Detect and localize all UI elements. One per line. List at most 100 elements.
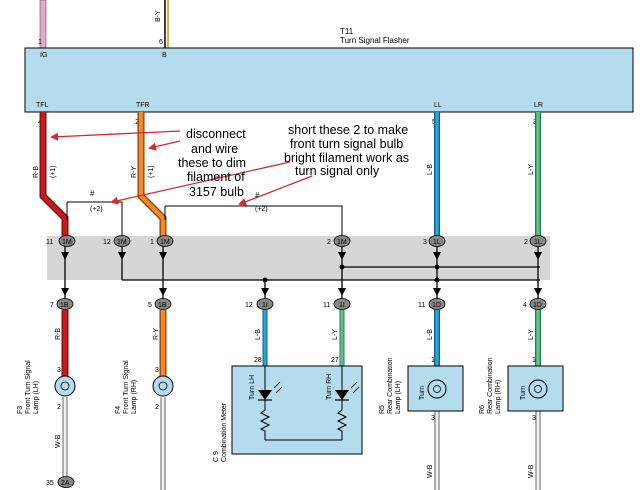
svg-text:3: 3 [57, 367, 61, 374]
svg-text:filament of: filament of [187, 170, 245, 184]
svg-text:12: 12 [103, 239, 111, 246]
svg-text:1M: 1M [62, 239, 72, 246]
svg-text:Combination Meter: Combination Meter [221, 402, 228, 462]
svg-text:1I: 1I [262, 302, 268, 309]
svg-text:Lamp (LH): Lamp (LH) [33, 381, 40, 414]
svg-text:Rear Combination: Rear Combination [387, 357, 394, 414]
wire-label: (+1) [148, 165, 155, 178]
flasher-pin-name: LL [434, 102, 442, 109]
wire-label: L-Y [332, 329, 339, 340]
flasher-pin-name: LR [534, 102, 543, 109]
top-wires: B-Y [39, 0, 169, 49]
svg-text:27: 27 [331, 357, 339, 364]
svg-text:3: 3 [431, 415, 435, 422]
junction-band [47, 236, 550, 280]
wire-label: L-Y [528, 329, 535, 340]
svg-text:R5: R5 [379, 405, 386, 414]
svg-text:turn signal only: turn signal only [295, 164, 380, 178]
svg-text:2: 2 [524, 239, 528, 246]
svg-text:3: 3 [423, 239, 427, 246]
svg-text:12: 12 [245, 302, 253, 309]
svg-text:11: 11 [418, 302, 425, 309]
flasher-pin-name: B [162, 52, 167, 59]
rear-lamp-lh: Turn 1 3 R5 Rear Combination Lamp (LH) [379, 357, 464, 422]
flasher-pin-name: TFR [136, 102, 150, 109]
svg-text:11: 11 [46, 239, 53, 246]
svg-text:Turn: Turn [419, 386, 426, 400]
annotation-left: disconnect and wire these to dim filamen… [178, 127, 246, 199]
svg-text:Front Turn Signal: Front Turn Signal [123, 360, 130, 414]
svg-text:R6: R6 [479, 405, 486, 414]
svg-text:and wire: and wire [191, 142, 238, 156]
flasher-pin-num: 1 [38, 39, 42, 46]
svg-text:these to dim: these to dim [178, 156, 246, 170]
flasher-box [24, 47, 634, 113]
flasher-pin-num: 2 [135, 119, 139, 126]
svg-text:28: 28 [254, 357, 262, 364]
svg-text:1M: 1M [160, 239, 170, 246]
svg-text:1: 1 [431, 357, 435, 364]
splice-mark: # [255, 191, 260, 200]
wire-label: R-Y [153, 328, 160, 340]
rear-lamp-rh: Turn 1 3 R6 Rear Combination Lamp (RH) [479, 357, 564, 422]
svg-text:3: 3 [532, 415, 536, 422]
wire-label: L-Y [528, 164, 535, 175]
svg-text:4: 4 [523, 302, 527, 309]
led-label: Turn LH [249, 375, 256, 400]
annotation-arrows [50, 130, 313, 206]
turn-signal-flasher: T11 Turn Signal Flasher 1 IG 6 B TFL TFR… [24, 27, 634, 126]
svg-text:1M: 1M [337, 239, 347, 246]
wire-label: L-B [255, 329, 262, 340]
flasher-pin-name: IG [40, 52, 47, 59]
top-wire-label: B-Y [155, 10, 162, 22]
flasher-name: Turn Signal Flasher [340, 36, 410, 45]
svg-text:1L: 1L [534, 239, 542, 246]
splice-mark: # [90, 189, 95, 198]
svg-text:1D: 1D [432, 302, 441, 309]
svg-text:Lamp (LH): Lamp (LH) [395, 381, 402, 414]
svg-text:2: 2 [57, 404, 61, 411]
svg-text:35: 35 [46, 480, 54, 487]
junction-bottom-connectors: 1B 7 1B 5 1I 12 1I 11 1D 11 1D 4 [50, 298, 547, 310]
svg-text:3157 bulb: 3157 bulb [189, 185, 244, 199]
svg-text:2: 2 [327, 239, 331, 246]
annotation-right: short these 2 to make front turn signal … [284, 123, 409, 178]
wire-label: W-B [528, 464, 535, 478]
front-lamp-rh: 3 2 F4 Front Turn Signal Lamp (RH) [115, 360, 174, 414]
svg-text:7: 7 [50, 302, 54, 309]
splice-wiring: # (+2) # (+2) [66, 189, 343, 240]
junction-top-connectors: 1M 11 1M 12 1M 1 1M 2 1L 3 1L 2 [46, 235, 547, 247]
wire-label: W-B [427, 464, 434, 478]
wire-label: L-B [427, 329, 434, 340]
svg-text:F4: F4 [115, 406, 122, 414]
svg-text:disconnect: disconnect [186, 127, 246, 141]
svg-text:11: 11 [323, 302, 330, 309]
front-lamp-lh: 3 2 F3 Front Turn Signal Lamp (LH) [17, 360, 76, 414]
svg-text:2A: 2A [61, 480, 70, 487]
svg-text:Lamp (RH): Lamp (RH) [131, 380, 138, 414]
svg-text:Turn: Turn [520, 386, 527, 400]
svg-text:C 9: C 9 [213, 451, 220, 462]
splice-label: (+2) [90, 206, 103, 213]
led-label: Turn RH [326, 374, 333, 400]
wire-label: R-Y [131, 166, 138, 178]
svg-text:bright filament work as: bright filament work as [284, 151, 409, 165]
wire-label: W-B [55, 434, 62, 448]
wire-label: (+1) [50, 165, 57, 178]
svg-text:1L: 1L [433, 239, 441, 246]
svg-text:1B: 1B [158, 302, 167, 309]
lower-wires: L-B L-Y R-B R-Y L-B L-Y W-B W-B W-B [55, 310, 541, 490]
svg-text:1B: 1B [60, 302, 69, 309]
flasher-code: T11 [340, 27, 354, 36]
splice-label: (+2) [255, 206, 268, 213]
ground-connector: 2A 35 [46, 476, 75, 488]
svg-text:1: 1 [150, 239, 154, 246]
svg-text:1: 1 [532, 357, 536, 364]
wire-label: R-B [55, 328, 62, 340]
svg-text:3: 3 [155, 367, 159, 374]
wire-label: R-B [33, 166, 40, 178]
svg-text:Front Turn Signal: Front Turn Signal [25, 360, 32, 414]
svg-text:short these 2 to make: short these 2 to make [288, 123, 408, 137]
svg-text:front turn signal bulb: front turn signal bulb [290, 137, 403, 151]
